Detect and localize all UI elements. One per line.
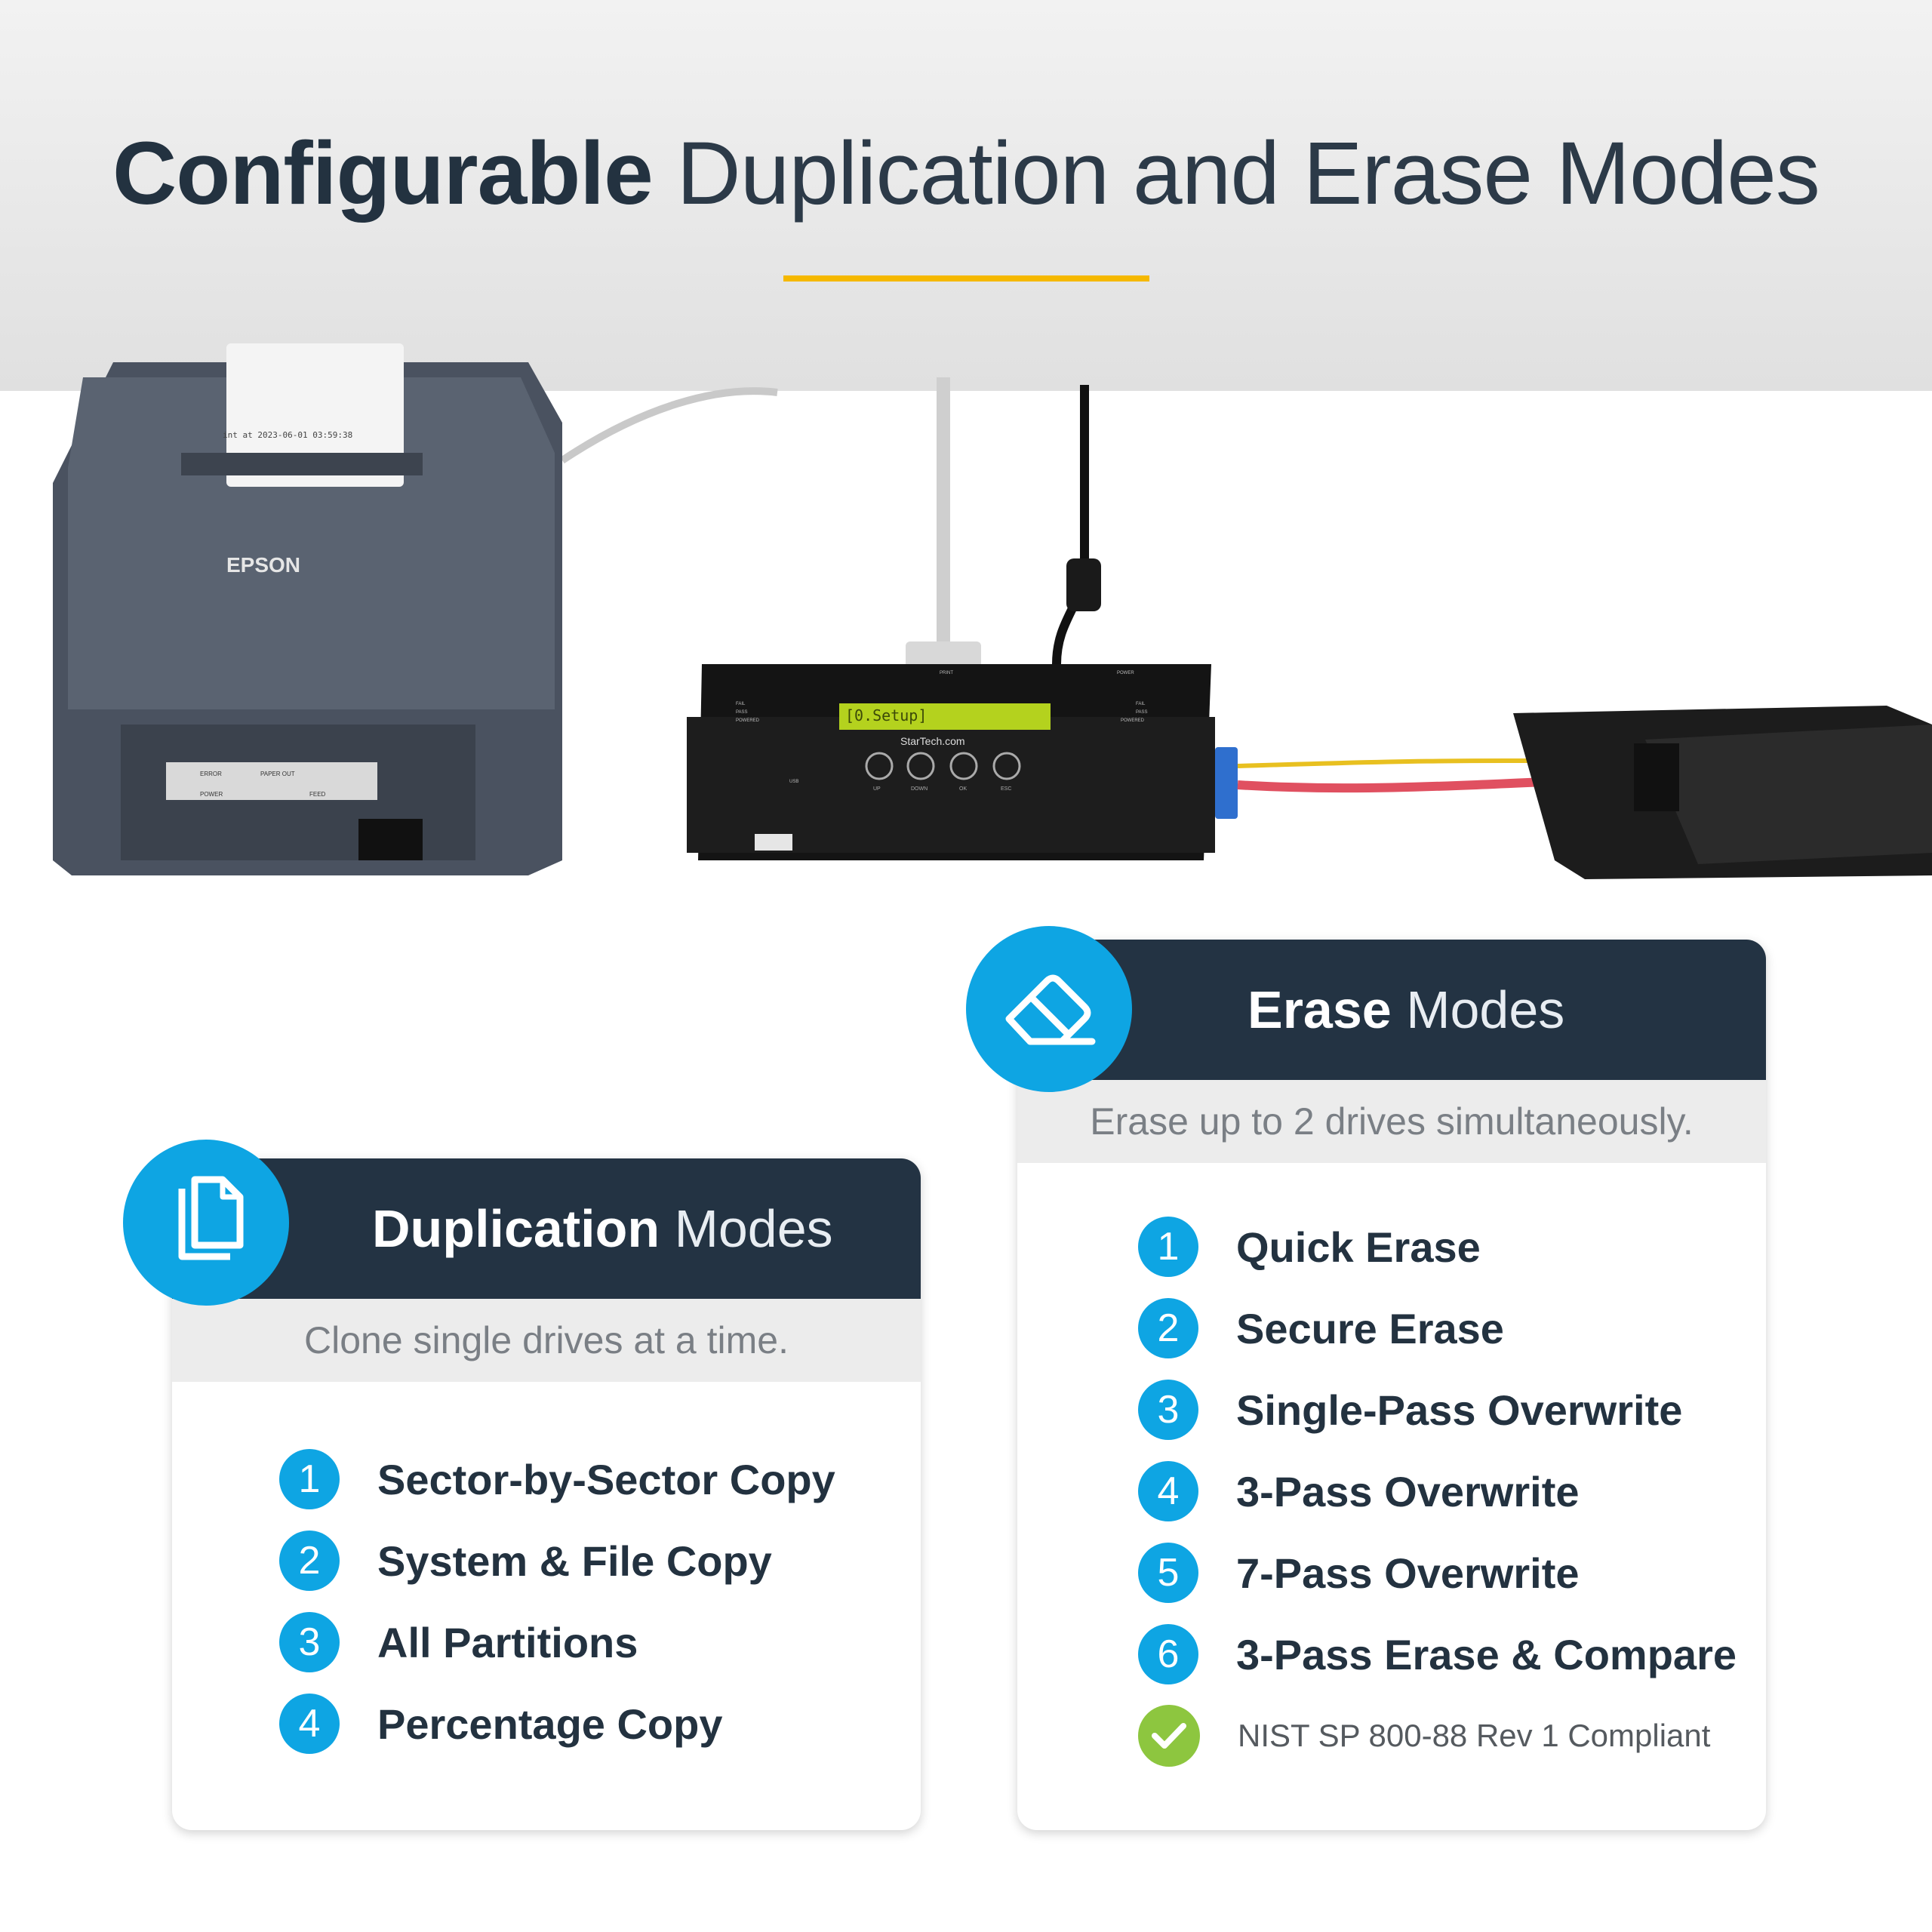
product-photo: int at 2023-06-01 03:59:38 EPSON ERROR P… xyxy=(53,343,1932,879)
item-label: 3-Pass Overwrite xyxy=(1236,1467,1580,1515)
compliance-row: NIST SP 800-88 Rev 1 Compliant xyxy=(1138,1702,1710,1770)
up-button xyxy=(865,752,894,780)
svg-text:USB: USB xyxy=(789,780,798,784)
duplication-subtitle: Clone single drives at a time. xyxy=(172,1299,921,1382)
item-number: 2 xyxy=(279,1531,340,1591)
svg-text:FAIL: FAIL xyxy=(1136,702,1146,706)
erase-modes-card: Erase Modes Erase up to 2 drives simulta… xyxy=(1017,940,1766,1830)
item-number: 4 xyxy=(279,1694,340,1754)
sata-connector xyxy=(1215,747,1238,819)
svg-text:POWERED: POWERED xyxy=(736,718,760,723)
page-title-rest: Duplication and Erase Modes xyxy=(676,124,1820,223)
svg-text:DOWN: DOWN xyxy=(911,786,928,792)
list-item: 3 All Partitions xyxy=(279,1608,638,1676)
erase-card-header: Erase Modes xyxy=(1017,940,1766,1080)
list-item: 2 System & File Copy xyxy=(279,1527,772,1595)
power-cable xyxy=(1052,385,1089,665)
item-number: 3 xyxy=(279,1612,340,1672)
printer-brand: EPSON xyxy=(226,553,300,577)
item-number: 6 xyxy=(1138,1624,1198,1684)
duplicator-brand: StarTech.com xyxy=(900,735,965,747)
item-number: 1 xyxy=(279,1449,340,1509)
usb-port xyxy=(755,834,792,851)
drive-duplicator: [0.Setup] StarTech.com UP DOWN OK ESC PR… xyxy=(687,664,1238,860)
svg-text:FAIL: FAIL xyxy=(736,702,746,706)
checkmark-icon xyxy=(1138,1705,1200,1767)
svg-text:FEED: FEED xyxy=(309,791,326,798)
erase-title-bold: Erase xyxy=(1247,980,1392,1039)
item-label: Single-Pass Overwrite xyxy=(1236,1386,1683,1434)
item-label: System & File Copy xyxy=(377,1537,772,1585)
printer-control-panel xyxy=(166,762,377,800)
list-item: 4 3-Pass Overwrite xyxy=(1138,1457,1579,1525)
compliance-label: NIST SP 800-88 Rev 1 Compliant xyxy=(1238,1718,1711,1753)
item-label: 7-Pass Overwrite xyxy=(1236,1549,1580,1597)
svg-text:PASS: PASS xyxy=(1136,710,1148,715)
erase-title-rest: Modes xyxy=(1406,980,1565,1039)
down-button xyxy=(906,752,935,780)
duplication-title-bold: Duplication xyxy=(372,1199,660,1258)
svg-text:PRINT: PRINT xyxy=(940,671,953,675)
printer-power-switch xyxy=(358,819,423,860)
eraser-icon xyxy=(966,926,1132,1092)
list-item: 6 3-Pass Erase & Compare xyxy=(1138,1620,1737,1688)
list-item: 1 Quick Erase xyxy=(1138,1213,1481,1281)
ferrite-bead xyxy=(1066,558,1101,611)
lcd-screen xyxy=(839,703,1051,730)
item-number: 1 xyxy=(1138,1217,1198,1277)
header-band xyxy=(0,0,1932,391)
title-underline xyxy=(783,275,1149,281)
lcd-text: [0.Setup] xyxy=(845,706,927,724)
list-item: 3 Single-Pass Overwrite xyxy=(1138,1376,1682,1444)
svg-text:PASS: PASS xyxy=(736,710,748,715)
esc-button xyxy=(992,752,1021,780)
duplication-title-rest: Modes xyxy=(674,1199,833,1258)
item-number: 5 xyxy=(1138,1543,1198,1603)
copy-files-icon xyxy=(123,1140,289,1306)
list-item: 4 Percentage Copy xyxy=(279,1690,723,1758)
svg-text:POWER: POWER xyxy=(1117,671,1134,675)
printer-cable xyxy=(560,387,778,464)
list-item: 1 Sector-by-Sector Copy xyxy=(279,1445,835,1513)
item-label: All Partitions xyxy=(377,1618,638,1666)
duplication-modes-card: Duplication Modes Clone single drives at… xyxy=(172,1158,921,1830)
list-item: 5 7-Pass Overwrite xyxy=(1138,1539,1579,1607)
page-title: Configurable Duplication and Erase Modes xyxy=(0,121,1932,228)
receipt-paper xyxy=(226,343,404,487)
duplication-card-header: Duplication Modes xyxy=(172,1158,921,1299)
svg-text:POWER: POWER xyxy=(200,791,223,798)
ok-button xyxy=(949,752,978,780)
svg-text:ESC: ESC xyxy=(1001,786,1011,792)
item-label: Quick Erase xyxy=(1236,1223,1481,1271)
ssd-drive xyxy=(1513,706,1932,879)
svg-text:OK: OK xyxy=(959,786,967,792)
item-label: Secure Erase xyxy=(1236,1304,1504,1352)
svg-text:PAPER OUT: PAPER OUT xyxy=(260,771,295,777)
list-item: 2 Secure Erase xyxy=(1138,1294,1504,1362)
svg-text:ERROR: ERROR xyxy=(200,771,222,777)
item-number: 2 xyxy=(1138,1298,1198,1358)
item-label: Percentage Copy xyxy=(377,1700,723,1748)
receipt-line: int at 2023-06-01 03:59:38 xyxy=(223,430,352,440)
page-title-bold: Configurable xyxy=(112,124,654,223)
item-number: 3 xyxy=(1138,1380,1198,1440)
svg-text:UP: UP xyxy=(873,786,881,792)
item-label: Sector-by-Sector Copy xyxy=(377,1455,835,1503)
erase-subtitle: Erase up to 2 drives simultaneously. xyxy=(1017,1080,1766,1163)
item-label: 3-Pass Erase & Compare xyxy=(1236,1630,1737,1678)
item-number: 4 xyxy=(1138,1461,1198,1521)
receipt-printer: int at 2023-06-01 03:59:38 EPSON ERROR P… xyxy=(53,343,562,875)
svg-text:POWERED: POWERED xyxy=(1121,718,1145,723)
